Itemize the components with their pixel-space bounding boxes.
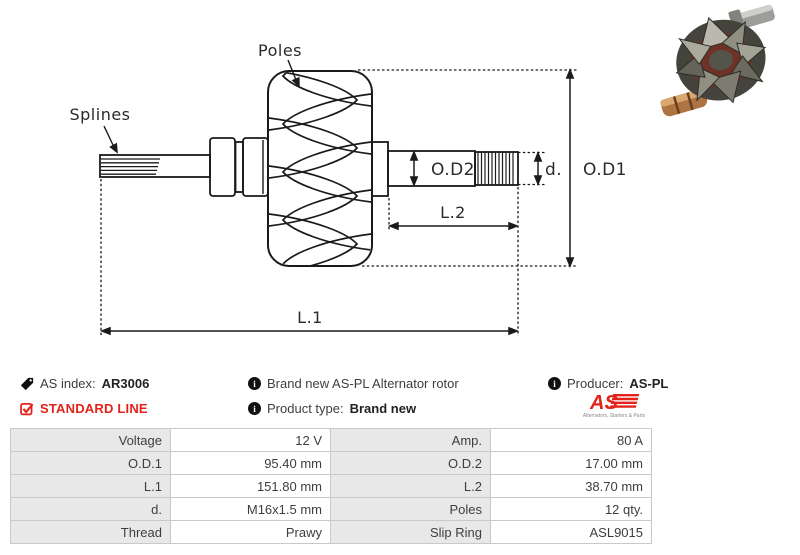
as-index-row: AS index: AR3006 [20,376,149,391]
product-type-value: Brand new [349,401,417,416]
description-text: Brand new AS-PL Alternator rotor [267,376,459,391]
as-index-label: AS index: [40,376,96,391]
spline-hatching [101,158,160,175]
od1-label: O.D1 [583,160,627,180]
product-type-label: Product type: [267,401,344,416]
standard-line-row: STANDARD LINE [20,401,148,416]
spec-label-cell: Poles [330,497,491,521]
spec-value-cell: 38.70 mm [490,474,652,498]
spec-value-cell: Prawy [170,520,331,544]
spec-value-cell: ASL9015 [490,520,652,544]
spec-value-cell: 12 qty. [490,497,652,521]
spec-value-cell: 95.40 mm [170,451,331,475]
producer-value: AS-PL [629,376,669,391]
od2-label: O.D2 [431,160,475,180]
l1-label: L.1 [297,308,323,327]
as-pl-brand-logo: AS Alternators, Starters & Parts [583,392,646,419]
spec-value-cell: M16x1.5 mm [170,497,331,521]
dimension-lines [99,59,575,336]
table-row: Voltage 12 V Amp. 80 A [10,428,652,452]
description-row: i Brand new AS-PL Alternator rotor [248,376,459,391]
spec-label-cell: O.D.2 [330,451,491,475]
spec-value-cell: 151.80 mm [170,474,331,498]
spec-table: Voltage 12 V Amp. 80 A O.D.1 95.40 mm O.… [10,428,652,544]
logo-text: AS [589,392,618,414]
extension-lines [100,69,578,336]
as-index-value: AR3006 [101,376,150,391]
l2-label: L.2 [440,203,466,222]
info-icon: i [248,377,261,390]
product-photo [660,4,775,117]
thread-hatching [477,152,514,185]
table-row: Thread Prawy Slip Ring ASL9015 [10,520,652,544]
spec-label-cell: L.2 [330,474,491,498]
spec-label-cell: Amp. [330,428,491,452]
spec-label-cell: Thread [10,520,171,544]
standard-line-badge: STANDARD LINE [40,401,148,416]
spec-value-cell: 17.00 mm [490,451,652,475]
poles-label: Poles [258,41,302,60]
rotor-dimension-diagram: Poles Splines O.D2 d. O.D1 L.2 L.1 [69,41,627,336]
spec-label-cell: O.D.1 [10,451,171,475]
spec-value-cell: 12 V [170,428,331,452]
spec-label-cell: Slip Ring [330,520,491,544]
table-row: L.1 151.80 mm L.2 38.70 mm [10,474,652,498]
tag-icon [20,377,34,390]
checkbox-check-icon [20,402,34,415]
info-icon: i [548,377,561,390]
d-label: d. [545,160,562,180]
spec-label-cell: L.1 [10,474,171,498]
product-type-row: i Product type: Brand new [248,401,416,416]
spec-label-cell: Voltage [10,428,171,452]
spec-value-cell: 80 A [490,428,652,452]
info-icon: i [248,402,261,415]
spec-label-cell: d. [10,497,171,521]
logo-tagline: Alternators, Starters & Parts [583,413,646,419]
splines-label: Splines [69,105,130,124]
table-row: O.D.1 95.40 mm O.D.2 17.00 mm [10,451,652,475]
producer-label: Producer: [567,376,624,391]
producer-row: i Producer: AS-PL [548,376,668,391]
table-row: d. M16x1.5 mm Poles 12 qty. [10,497,652,521]
rotor-outline [99,70,519,267]
claw-pole-pattern [269,72,371,265]
